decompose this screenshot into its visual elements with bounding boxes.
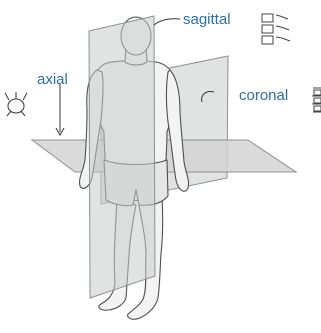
spine-coronal-icon <box>312 88 321 112</box>
axial-label: axial <box>37 72 68 87</box>
spine-sagittal-icon <box>262 14 290 44</box>
sagittal-plane <box>89 16 155 298</box>
sagittal-label: sagittal <box>183 12 231 27</box>
sagittal-pointer <box>154 19 180 25</box>
vertebra-axial-icon <box>5 92 27 116</box>
coronal-label: coronal <box>239 88 288 103</box>
